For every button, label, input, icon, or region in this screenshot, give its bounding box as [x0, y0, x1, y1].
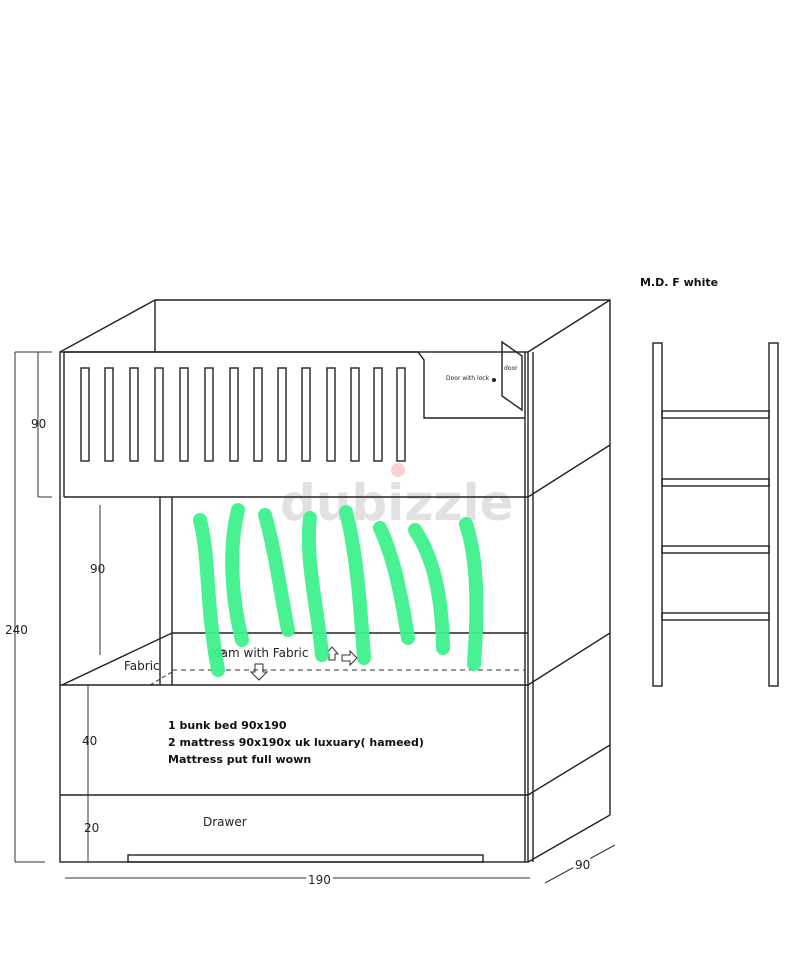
note-line-1: 1 bunk bed 90x190 [168, 719, 287, 732]
notes: 1 bunk bed 90x190 2 mattress 90x190x uk … [168, 719, 424, 766]
lower-gap-height-label: 90 [90, 562, 105, 576]
door-label: door [504, 365, 518, 372]
guard-rail-slats [80, 367, 406, 462]
note-line-2: 2 mattress 90x190x uk luxuary( hameed) [168, 736, 424, 749]
dimension-lines: 240 90 90 40 20 190 90 [5, 351, 616, 890]
hidden-fabric-label: loam with Fabric [210, 646, 308, 660]
material-label: M.D. F white [640, 276, 718, 289]
drawer-height-label: 20 [84, 821, 99, 835]
arrow-right-icon [341, 649, 358, 667]
width-label: 190 [308, 873, 331, 887]
door-detail: door Door with lock [446, 340, 523, 412]
drawer-box-height-label: 40 [82, 734, 97, 748]
note-line-3: Mattress put full wown [168, 753, 311, 766]
drawer-label: Drawer [203, 815, 247, 829]
depth-label: 90 [575, 858, 590, 872]
bed-frame [59, 299, 611, 863]
door-with-lock-label: Door with lock [446, 375, 490, 382]
ladder [652, 342, 779, 687]
fabric-label: Fabric [124, 659, 160, 673]
watermark-pin-icon [391, 463, 405, 477]
total-height-label: 240 [5, 623, 28, 637]
green-scribbles [193, 503, 484, 677]
rail-height-label: 90 [31, 417, 46, 431]
arrow-down-icon [249, 663, 269, 681]
watermark: dubizzle [280, 474, 514, 532]
lock-icon [492, 378, 496, 382]
